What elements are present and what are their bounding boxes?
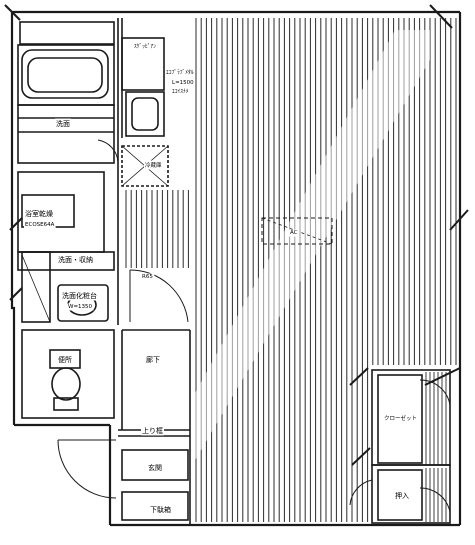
vanity-label-line-2: W=1350	[68, 304, 93, 310]
gas-note-line-1: ｴｺﾌﾟﾗﾌﾞﾒﾀﾙ	[166, 69, 194, 76]
label-background	[133, 42, 158, 51]
label-background	[394, 490, 410, 501]
bath-fan-label: ｽｹﾞｯﾋﾟｱﾝ	[134, 43, 156, 50]
label-background	[57, 254, 94, 265]
vanity-label-line-1: 洗面化粧台	[62, 291, 97, 300]
storage-label: 押入	[395, 491, 409, 500]
ac-label: AC	[290, 230, 298, 236]
label-background	[24, 221, 56, 229]
basin-label: 洗面・収納	[58, 255, 93, 264]
window-marks	[4, 4, 469, 466]
washroom-label: 洗面	[56, 119, 70, 128]
inner-walls	[17, 18, 451, 525]
step-label: 上り框	[142, 426, 163, 435]
label-background	[289, 229, 299, 237]
shoe-cabinet-label: 下駄箱	[150, 505, 171, 514]
label-background	[24, 208, 54, 219]
ac-unit	[261, 217, 333, 245]
closet-hatching	[425, 372, 447, 522]
dryer-label-line-1: 浴室乾燥	[25, 209, 53, 218]
corridor-label: 廊下	[146, 355, 160, 364]
closet-label: クローゼット	[384, 414, 417, 422]
label-backgrounds	[24, 42, 419, 515]
doors	[57, 139, 451, 513]
entrance-label: 玄関	[148, 463, 162, 472]
label-background	[144, 160, 164, 170]
room-labels: ｽｹﾞｯﾋﾟｱﾝ ｴｺﾌﾟﾗﾌﾞﾒﾀﾙ L=1500 ｴｺｲｽﾅﾒ 洗面 冷蔵庫…	[25, 43, 417, 514]
refrigerator-label: 冷蔵庫	[145, 161, 162, 169]
outer-walls	[10, 10, 462, 527]
label-background	[61, 290, 98, 301]
label-background	[165, 68, 195, 77]
label-background	[141, 273, 155, 281]
label-background	[383, 413, 419, 423]
toilet-label: 便所	[58, 355, 72, 364]
label-background	[171, 87, 190, 96]
label-background	[145, 354, 161, 365]
gas-note-line-2: L=1500	[172, 80, 194, 86]
label-background	[171, 79, 196, 87]
label-background	[57, 354, 73, 365]
main-room-light-band	[125, 30, 430, 520]
label-background	[67, 303, 94, 311]
dryer-label-line-2: ECOSE64A	[25, 222, 55, 228]
label-background	[141, 425, 164, 436]
gas-note-line-3: ｴｺｲｽﾅﾒ	[172, 88, 189, 95]
label-background	[147, 462, 163, 473]
label-background	[55, 118, 71, 129]
flow-mark-label: R65	[142, 274, 153, 280]
label-background	[149, 504, 172, 515]
